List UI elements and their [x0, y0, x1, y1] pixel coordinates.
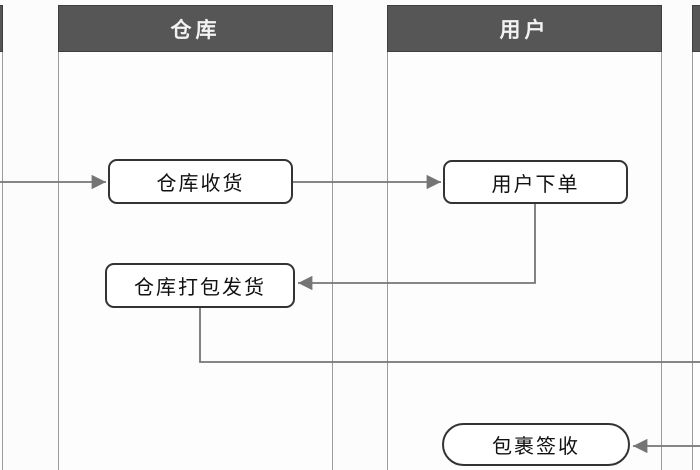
lane-warehouse: 仓库	[58, 5, 333, 470]
lane-right-partial-header	[692, 5, 700, 52]
lane-warehouse-header: 仓库	[58, 5, 333, 52]
node-warehouse-receive: 仓库收货	[108, 159, 293, 204]
edge-user-order-to-warehouse-pack-ship	[298, 204, 536, 291]
lane-left-partial-header	[0, 5, 3, 52]
node-user-order: 用户下单	[443, 160, 628, 204]
edge-warehouse-pack-ship-to-offscreen-right	[199, 308, 700, 363]
lane-user-title: 用户	[499, 17, 550, 42]
lane-user-header: 用户	[387, 5, 662, 52]
lane-left-partial	[0, 5, 3, 470]
node-package-signed: 包裹签收	[442, 423, 630, 466]
lane-warehouse-title: 仓库	[170, 17, 221, 42]
lane-right-partial	[692, 5, 700, 470]
node-warehouse-pack-ship: 仓库打包发货	[105, 263, 295, 308]
lane-user: 用户	[387, 5, 662, 470]
